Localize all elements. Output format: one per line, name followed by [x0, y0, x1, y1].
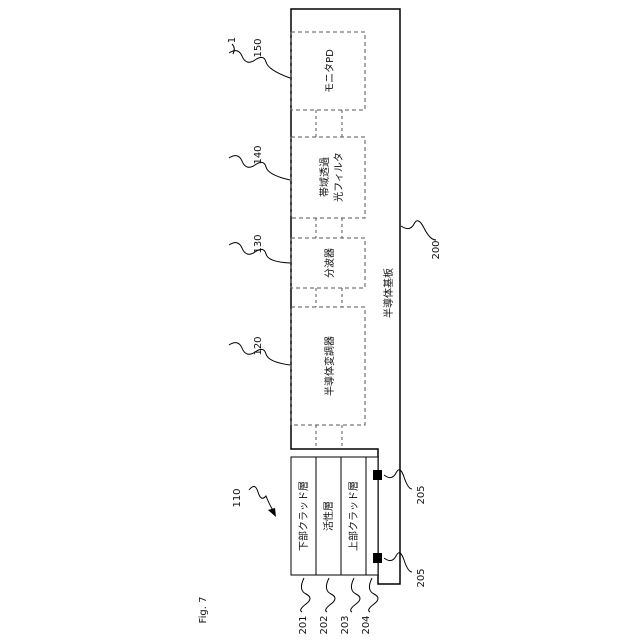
bandpass-filter-label-2: 光フィルタ	[332, 152, 345, 202]
ref-120: 120	[253, 336, 264, 355]
laser-ref-arrowhead	[268, 508, 276, 517]
ref-201: 201	[298, 615, 309, 634]
lower-clad-layer-label: 下部クラッド層	[297, 481, 310, 551]
figure-label: Fig. 7	[198, 597, 209, 624]
active-layer-label: 活性層	[322, 501, 335, 531]
ref-150: 150	[253, 38, 264, 57]
device-ref-label: 1	[227, 37, 238, 43]
ref-205-lower: 205	[416, 568, 427, 587]
ref-140: 140	[253, 145, 264, 164]
bond-pad-lower	[373, 553, 382, 563]
ref-203: 203	[340, 615, 351, 634]
ref-110: 110	[232, 488, 243, 507]
substrate-label: 半導体基板	[382, 268, 395, 318]
ref-130: 130	[253, 234, 264, 253]
device-ref-leader	[232, 44, 234, 54]
upper-clad-layer-label: 上部クラッド層	[347, 481, 360, 551]
bond-pad-upper	[373, 470, 382, 480]
demux-label: 分波器	[323, 248, 336, 278]
laser-ref-arrow	[249, 486, 274, 512]
bandpass-filter-label-1: 帯域透過	[318, 157, 331, 197]
ref-204: 204	[361, 615, 372, 634]
ref-202: 202	[319, 615, 330, 634]
modulator-label: 半導体変調器	[323, 336, 336, 396]
monitor-pd-label: モニタPD	[324, 49, 336, 93]
ref-200: 200	[431, 240, 442, 259]
ref-205-upper: 205	[416, 485, 427, 504]
